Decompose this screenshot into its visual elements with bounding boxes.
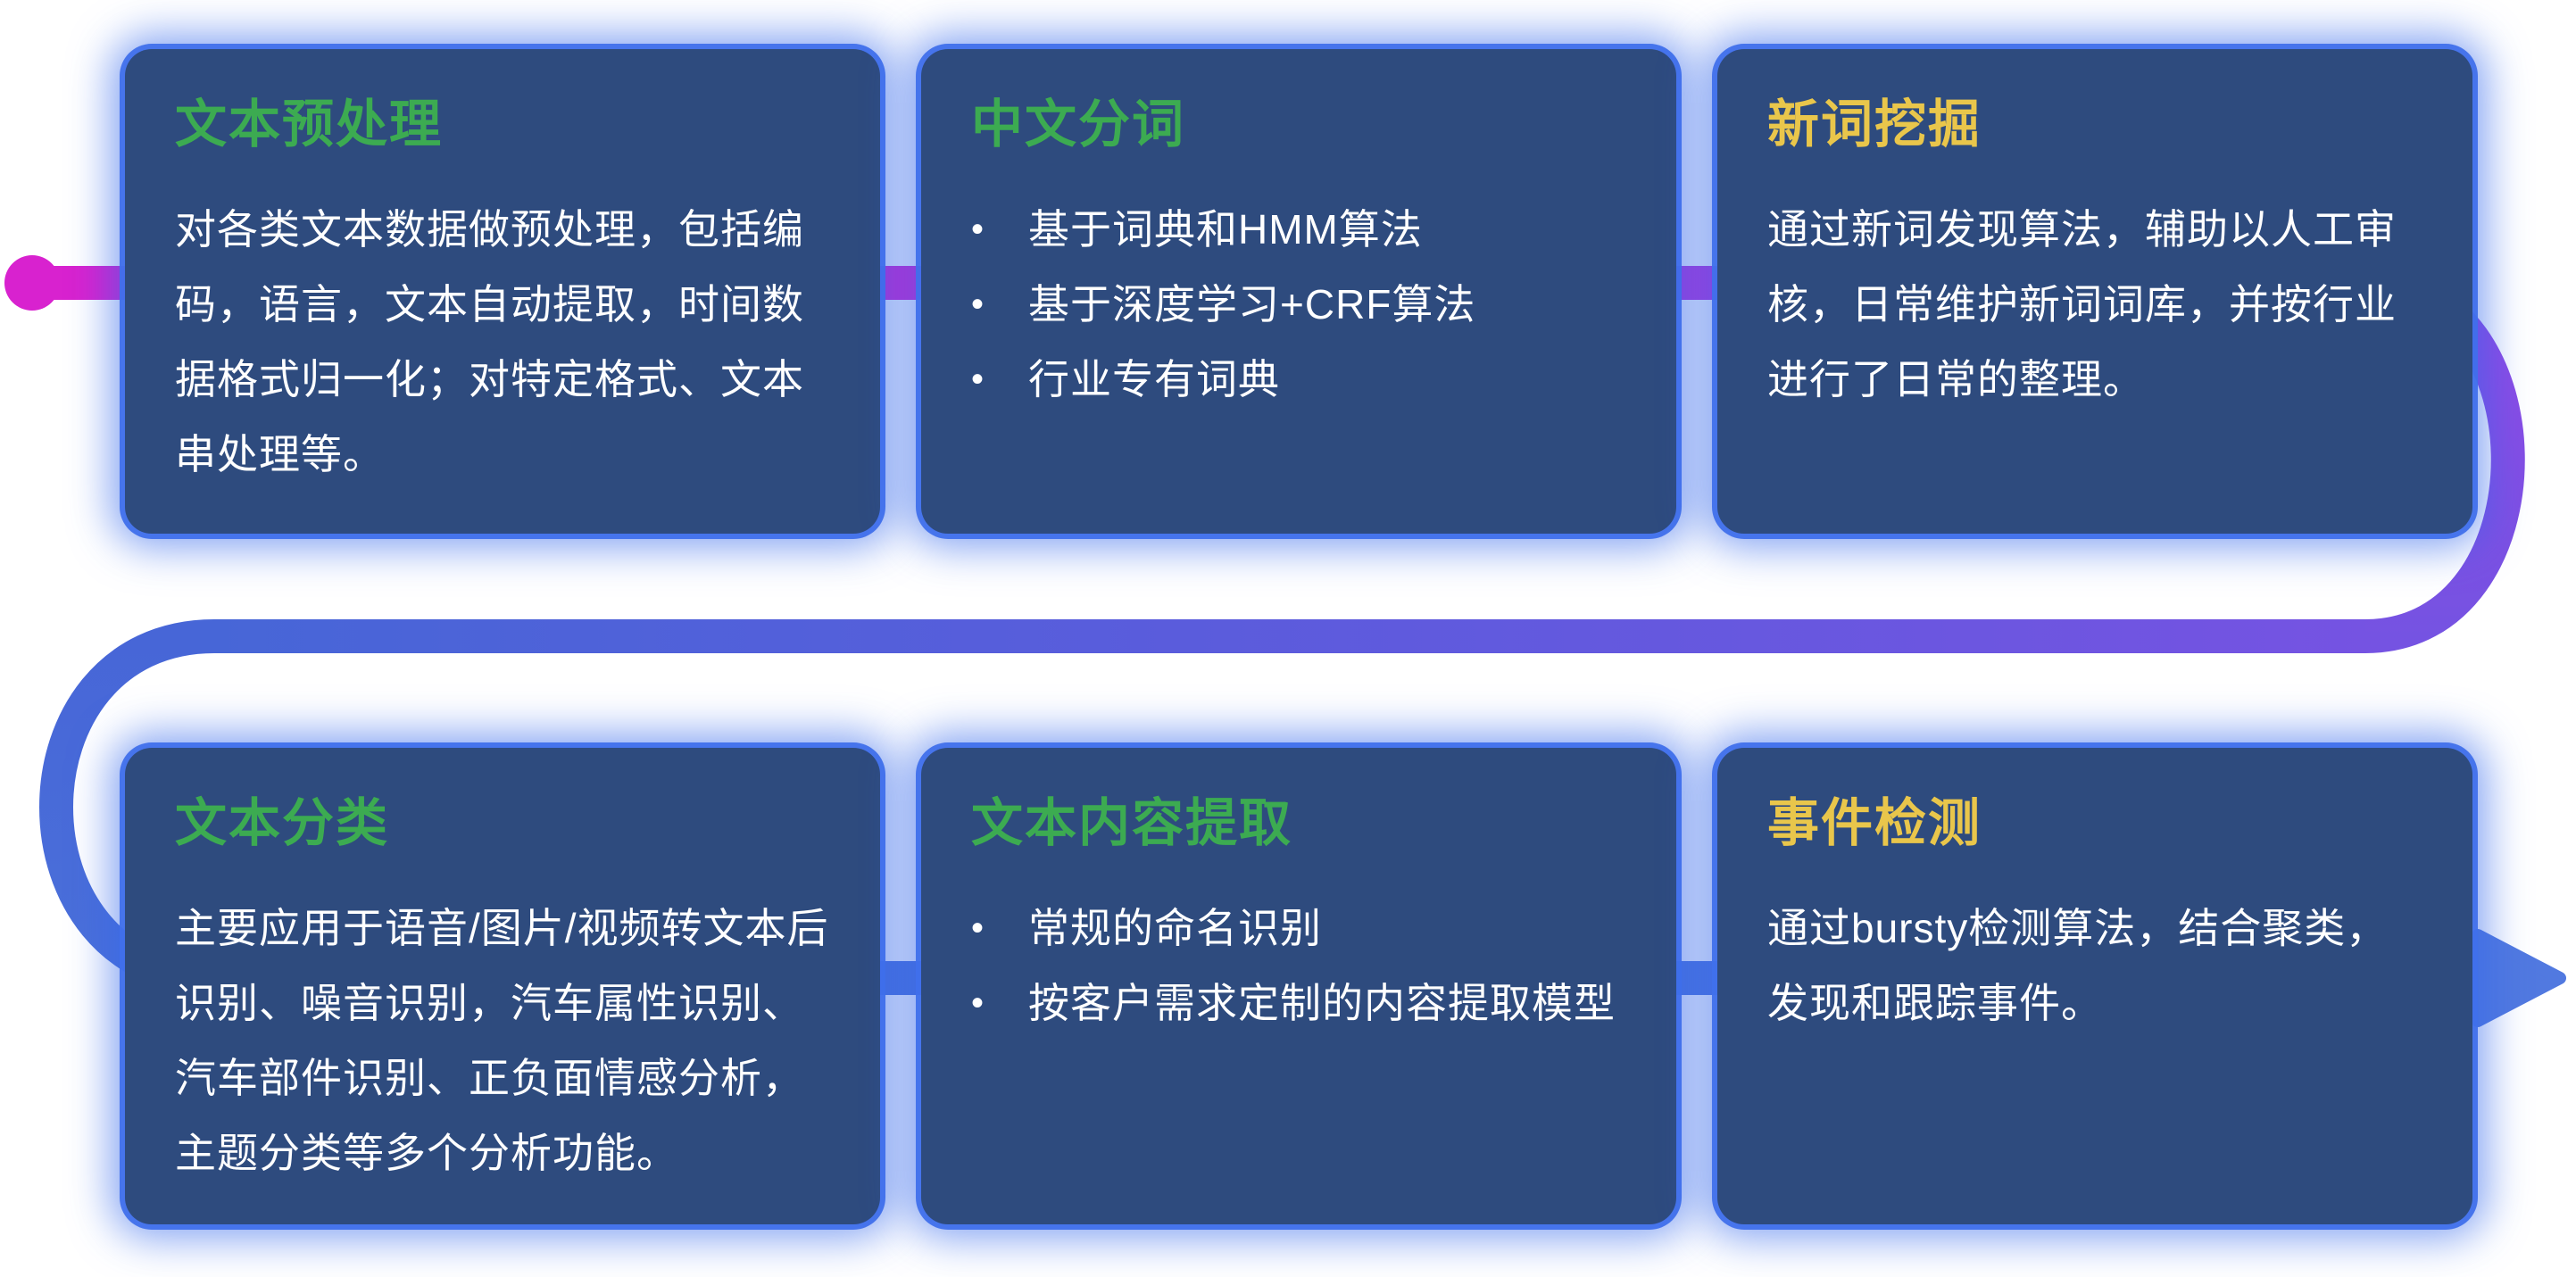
card-new-word-mining: 新词挖掘 通过新词发现算法，辅助以人工审核，日常维护新词词库，并按行业进行了日常… xyxy=(1717,49,2472,534)
card-title: 事件检测 xyxy=(1767,794,1982,852)
bullet-icon xyxy=(971,192,1028,267)
card-title: 文本分类 xyxy=(175,794,390,852)
bullet-icon xyxy=(971,966,1028,1041)
card-event-detection: 事件检测 通过bursty检测算法，结合聚类，发现和跟踪事件。 xyxy=(1717,748,2472,1224)
bullet-icon xyxy=(971,267,1028,342)
card-title: 文本内容提取 xyxy=(971,794,1293,852)
bullet-text: 常规的命名识别 xyxy=(1028,904,1322,951)
bullet-item: 基于深度学习+CRF算法 xyxy=(971,267,1626,342)
bullet-list: 基于词典和HMM算法 基于深度学习+CRF算法 行业专有词典 xyxy=(971,192,1626,417)
card-body: 主要应用于语音/图片/视频转文本后识别、噪音识别，汽车属性识别、汽车部件识别、正… xyxy=(175,904,829,1176)
bullet-item: 行业专有词典 xyxy=(971,342,1626,417)
flow-arrow-icon xyxy=(2472,929,2566,1027)
bullet-text: 行业专有词典 xyxy=(1028,355,1280,402)
card-text-preprocessing: 文本预处理 对各类文本数据做预处理，包括编码，语言，文本自动提取，时间数据格式归… xyxy=(125,49,880,534)
bullet-item: 基于词典和HMM算法 xyxy=(971,192,1626,267)
card-text-classification: 文本分类 主要应用于语音/图片/视频转文本后识别、噪音识别，汽车属性识别、汽车部… xyxy=(125,748,880,1224)
card-title: 文本预处理 xyxy=(175,95,444,153)
card-title: 中文分词 xyxy=(971,95,1186,153)
card-body: 通过新词发现算法，辅助以人工审核，日常维护新词词库，并按行业进行了日常的整理。 xyxy=(1767,205,2397,402)
bullet-text: 基于词典和HMM算法 xyxy=(1028,205,1423,253)
card-chinese-word-segmentation: 中文分词 基于词典和HMM算法 基于深度学习+CRF算法 行业专有词典 xyxy=(921,49,1676,534)
card-body: 通过bursty检测算法，结合聚类，发现和跟踪事件。 xyxy=(1767,904,2389,1026)
card-text-content-extraction: 文本内容提取 常规的命名识别 按客户需求定制的内容提取模型 xyxy=(921,748,1676,1224)
bullet-icon xyxy=(971,891,1028,966)
bullet-text: 基于深度学习+CRF算法 xyxy=(1028,280,1476,328)
card-body: 对各类文本数据做预处理，包括编码，语言，文本自动提取，时间数据格式归一化；对特定… xyxy=(175,205,804,477)
card-title: 新词挖掘 xyxy=(1767,95,1982,153)
bullet-item: 常规的命名识别 xyxy=(971,891,1626,966)
bullet-list: 常规的命名识别 按客户需求定制的内容提取模型 xyxy=(971,891,1626,1041)
bullet-text: 按客户需求定制的内容提取模型 xyxy=(1028,979,1616,1026)
flow-start-dot xyxy=(4,255,60,311)
bullet-item: 按客户需求定制的内容提取模型 xyxy=(971,966,1626,1041)
bullet-icon xyxy=(971,342,1028,417)
